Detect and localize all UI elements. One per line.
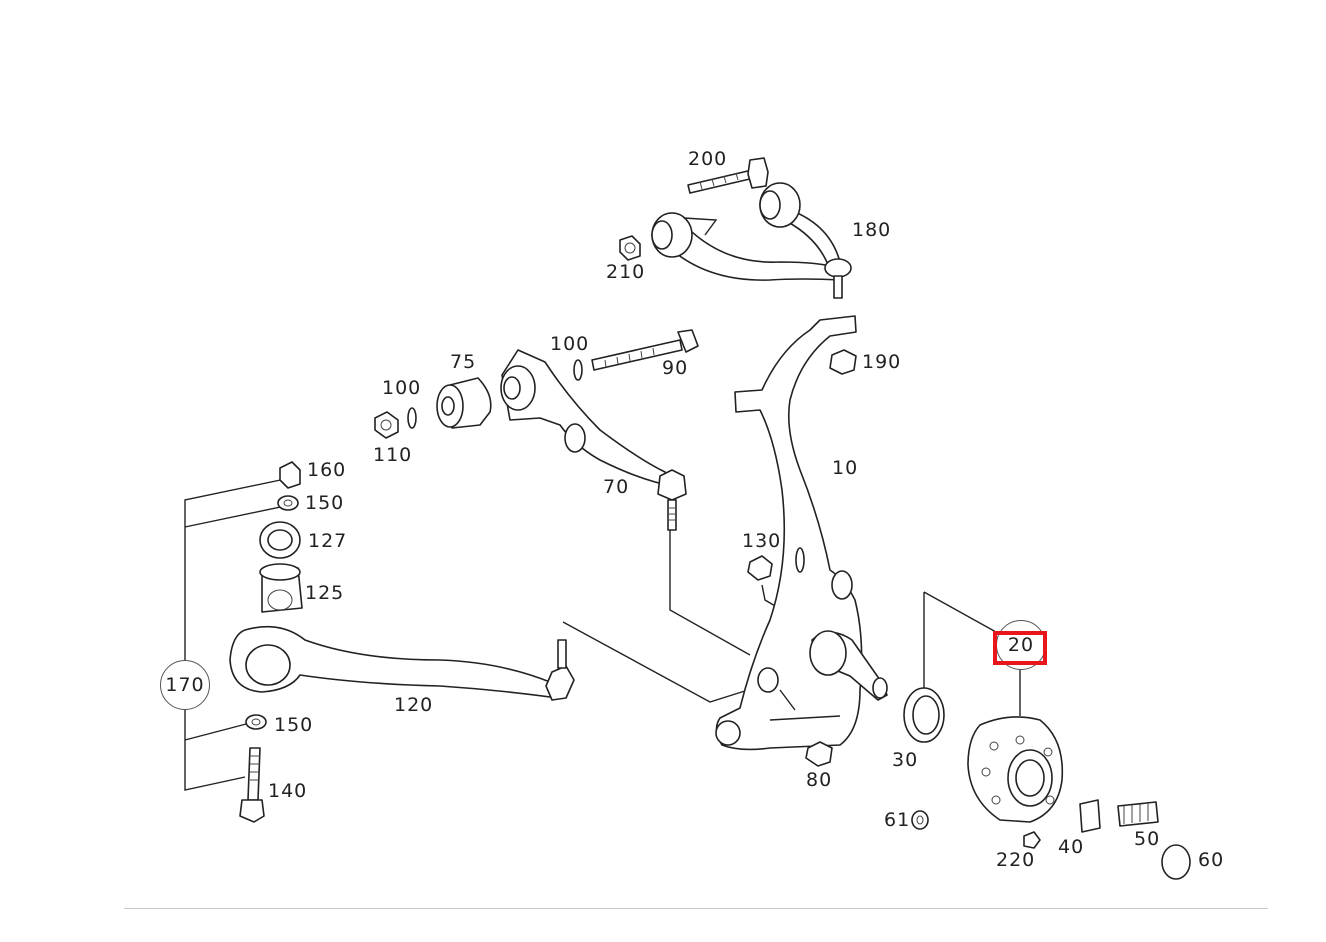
lower-wishbone-70 [500, 349, 687, 531]
label-170: 170 [165, 674, 205, 696]
label-40[interactable]: 40 [1058, 836, 1085, 858]
nut-80 [805, 741, 833, 767]
nut-130 [747, 555, 773, 581]
wheel-hub-40 [967, 716, 1064, 823]
upper-control-arm [651, 182, 852, 299]
washer-61 [911, 810, 929, 830]
label-127[interactable]: 127 [308, 530, 348, 552]
nut-210 [619, 235, 641, 261]
tension-strut-120 [229, 625, 575, 701]
label-130[interactable]: 130 [742, 530, 782, 552]
washer-100a [573, 359, 583, 381]
bolt-200 [687, 157, 769, 194]
label-10[interactable]: 10 [832, 457, 859, 479]
steering-knuckle [715, 315, 888, 751]
label-61[interactable]: 61 [884, 809, 911, 831]
label-60[interactable]: 60 [1198, 849, 1225, 871]
label-90[interactable]: 90 [662, 357, 689, 379]
selected-part-highlight [993, 631, 1047, 665]
label-190[interactable]: 190 [862, 351, 902, 373]
leader-120 [562, 621, 749, 703]
label-30[interactable]: 30 [892, 749, 919, 771]
cap-60 [1161, 844, 1191, 880]
bushing-75 [436, 377, 492, 429]
washer-150a [277, 495, 299, 511]
bolt-140 [239, 747, 265, 823]
bushing-125 [259, 563, 303, 613]
bushing-127 [259, 521, 301, 559]
label-120[interactable]: 120 [394, 694, 434, 716]
bottom-divider [124, 908, 1268, 909]
assembly-bubble-170[interactable]: 170 [160, 660, 210, 710]
leader-70 [669, 528, 751, 656]
label-210[interactable]: 210 [606, 261, 646, 283]
label-20: 20 [1007, 634, 1035, 656]
nut-110 [374, 411, 399, 439]
label-150-upper[interactable]: 150 [305, 492, 345, 514]
washer-150b [245, 714, 267, 730]
nut-190 [829, 349, 857, 375]
label-180[interactable]: 180 [852, 219, 892, 241]
label-200[interactable]: 200 [688, 148, 728, 170]
label-220[interactable]: 220 [996, 849, 1036, 871]
bolt-50 [1079, 799, 1159, 833]
label-100-lower[interactable]: 100 [382, 377, 422, 399]
leader-20 [923, 591, 1021, 716]
label-160[interactable]: 160 [307, 459, 347, 481]
seal-30 [903, 687, 945, 743]
label-75[interactable]: 75 [450, 351, 477, 373]
label-110[interactable]: 110 [373, 444, 413, 466]
label-70[interactable]: 70 [603, 476, 630, 498]
bracket-170 [184, 477, 291, 791]
label-125[interactable]: 125 [305, 582, 345, 604]
label-100-upper[interactable]: 100 [550, 333, 590, 355]
label-140[interactable]: 140 [268, 780, 308, 802]
washer-100b [407, 407, 417, 429]
label-80[interactable]: 80 [806, 769, 833, 791]
label-150-lower[interactable]: 150 [274, 714, 314, 736]
label-50[interactable]: 50 [1134, 828, 1161, 850]
nut-160 [279, 461, 301, 489]
nut-220 [1023, 831, 1041, 849]
bolt-90 [591, 329, 699, 371]
